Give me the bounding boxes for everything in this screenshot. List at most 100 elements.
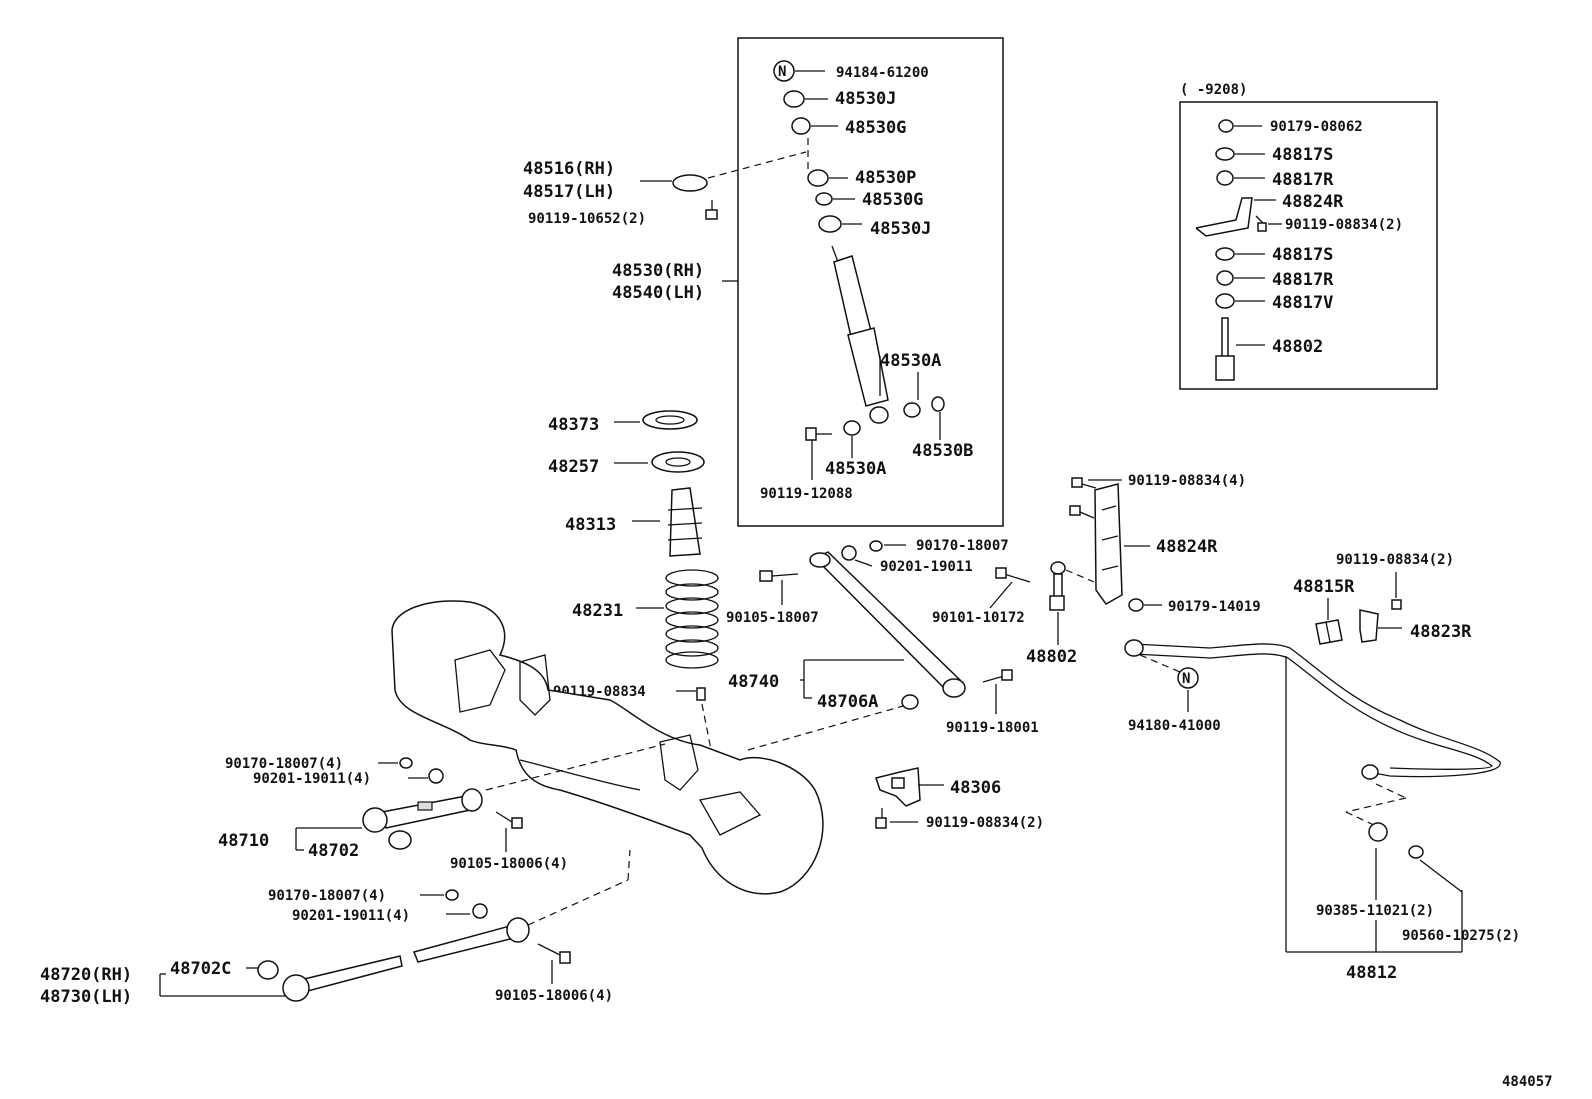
bushing-icon: [1408, 845, 1424, 859]
label-90119-12088[interactable]: 90119-12088: [760, 486, 853, 502]
label-48530B[interactable]: 48530B: [912, 441, 973, 461]
bolt-icon: [696, 687, 706, 701]
bushing-icon: [1315, 619, 1343, 645]
washer-icon: [1215, 147, 1235, 161]
label-48824R-inset[interactable]: 48824R: [1282, 192, 1344, 212]
washer-icon: [1215, 247, 1235, 261]
label-48530-rh[interactable]: 48530(RH): [612, 261, 704, 281]
bolt-icon: [805, 427, 832, 441]
cushion-icon: [807, 169, 829, 187]
label-48823R[interactable]: 48823R: [1410, 622, 1472, 642]
bolt-icon: [1391, 599, 1402, 610]
label-48517-lh[interactable]: 48517(LH): [523, 182, 615, 202]
nut-icon: [1368, 822, 1388, 842]
label-94184-61200[interactable]: 94184-61200: [836, 65, 929, 81]
label-90201-19011-4a[interactable]: 90201-19011(4): [253, 771, 371, 787]
label-48257[interactable]: 48257: [548, 457, 599, 477]
n-mark-icon: [773, 60, 795, 82]
n-mark-text: N: [778, 64, 786, 80]
label-94180-41000[interactable]: 94180-41000: [1128, 718, 1221, 734]
label-90170-18007-4b[interactable]: 90170-18007(4): [268, 888, 386, 904]
label-90101-10172[interactable]: 90101-10172: [932, 610, 1025, 626]
bracket-icon: [1094, 483, 1123, 605]
label-90119-18001[interactable]: 90119-18001: [946, 720, 1039, 736]
label-48530G-mid[interactable]: 48530G: [862, 190, 923, 210]
lower-control-arm-icon: [282, 917, 530, 1002]
label-48530J-top[interactable]: 48530J: [835, 89, 896, 109]
shock-absorber-box: [737, 37, 1004, 527]
shock-absorber-icon: [831, 245, 889, 424]
label-48815R[interactable]: 48815R: [1293, 577, 1355, 597]
bump-stop-icon: [667, 487, 703, 557]
label-48530A-lower[interactable]: 48530A: [825, 459, 886, 479]
label-48231[interactable]: 48231: [572, 601, 623, 621]
label-48802-inset[interactable]: 48802: [1272, 337, 1323, 357]
washer-icon: [472, 903, 488, 919]
label-48817R-low[interactable]: 48817R: [1272, 270, 1334, 290]
bolt-icon: [759, 570, 799, 582]
lateral-rod-icon: [809, 551, 966, 698]
bushing-icon: [903, 402, 921, 418]
label-90201-19011-4b[interactable]: 90201-19011(4): [292, 908, 410, 924]
nut-icon: [1218, 119, 1234, 133]
label-48802[interactable]: 48802: [1026, 647, 1077, 667]
label-48812[interactable]: 48812: [1346, 963, 1397, 983]
bolt-icon: [1255, 215, 1267, 232]
label-48530G-top[interactable]: 48530G: [845, 118, 906, 138]
label-48530P[interactable]: 48530P: [855, 168, 916, 188]
bracket-plate-icon: [672, 174, 708, 192]
bushing-icon: [843, 420, 861, 436]
bushing-icon: [783, 90, 805, 108]
bolt-icon: [705, 200, 718, 220]
label-90119-10652[interactable]: 90119-10652(2): [528, 211, 646, 227]
label-90201-19011-top[interactable]: 90201-19011: [880, 559, 973, 575]
label-48817R-top[interactable]: 48817R: [1272, 170, 1334, 190]
bracket-icon: [875, 767, 921, 807]
label-48740[interactable]: 48740: [728, 672, 779, 692]
label-48702C[interactable]: 48702C: [170, 959, 231, 979]
label-48710[interactable]: 48710: [218, 831, 269, 851]
rear-axle-housing-icon: [391, 600, 824, 895]
label-90119-08834-4[interactable]: 90119-08834(4): [1128, 473, 1246, 489]
label-48540-lh[interactable]: 48540(LH): [612, 283, 704, 303]
label-48817S-low[interactable]: 48817S: [1272, 245, 1333, 265]
label-48720-rh[interactable]: 48720(RH): [40, 965, 132, 985]
label-48530A-upper[interactable]: 48530A: [880, 351, 941, 371]
label-90560-10275[interactable]: 90560-10275(2): [1402, 928, 1520, 944]
label-90119-08834-inset[interactable]: 90119-08834(2): [1285, 217, 1403, 233]
label-48702[interactable]: 48702: [308, 841, 359, 861]
label-90179-08062[interactable]: 90179-08062: [1270, 119, 1363, 135]
label-90119-08834-2b[interactable]: 90119-08834(2): [926, 815, 1044, 831]
label-90119-08834-2a[interactable]: 90119-08834(2): [1336, 552, 1454, 568]
bolt-icon: [495, 811, 523, 829]
label-48817S-top[interactable]: 48817S: [1272, 145, 1333, 165]
nut-icon: [869, 540, 883, 552]
label-90105-18007[interactable]: 90105-18007: [726, 610, 819, 626]
label-48313[interactable]: 48313: [565, 515, 616, 535]
label-48530J-low[interactable]: 48530J: [870, 219, 931, 239]
label-90105-18006-4b[interactable]: 90105-18006(4): [495, 988, 613, 1004]
label-48730-lh[interactable]: 48730(LH): [40, 987, 132, 1007]
label-90179-14019[interactable]: 90179-14019: [1168, 599, 1261, 615]
label-90385-11021[interactable]: 90385-11021(2): [1316, 903, 1434, 919]
upper-control-arm-icon: [362, 788, 483, 833]
label-48817V[interactable]: 48817V: [1272, 293, 1333, 313]
bolt-icon: [1069, 505, 1095, 519]
label-48706A[interactable]: 48706A: [817, 692, 878, 712]
label-48306[interactable]: 48306: [950, 778, 1001, 798]
bolt-icon: [537, 943, 571, 964]
bushing-icon: [901, 694, 919, 710]
label-48373[interactable]: 48373: [548, 415, 599, 435]
label-90170-18007-4a[interactable]: 90170-18007(4): [225, 756, 343, 772]
washer-icon: [931, 396, 945, 412]
nut-icon: [445, 889, 459, 901]
label-90170-18007-top[interactable]: 90170-18007: [916, 538, 1009, 554]
label-48516-rh[interactable]: 48516(RH): [523, 159, 615, 179]
label-90105-18006-4a[interactable]: 90105-18006(4): [450, 856, 568, 872]
nut-icon: [399, 757, 413, 769]
spring-seat-icon: [642, 410, 698, 430]
bushing-icon: [1215, 293, 1235, 309]
bolt-icon: [1071, 477, 1097, 489]
label-48824R[interactable]: 48824R: [1156, 537, 1218, 557]
